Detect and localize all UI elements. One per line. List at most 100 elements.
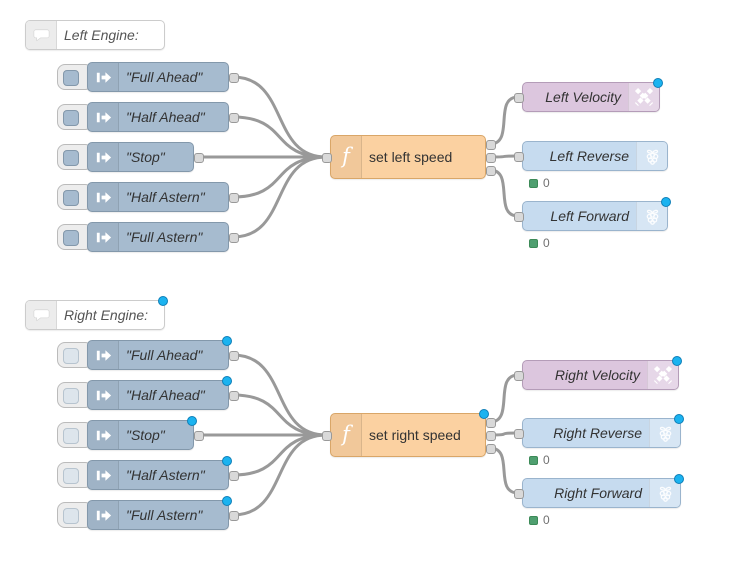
changed-indicator — [653, 78, 663, 88]
left-inject-half-ahead-node[interactable]: "Half Ahead" — [63, 102, 239, 132]
status-indicator: 0 — [529, 236, 550, 250]
left-velocity-node[interactable]: Left Velocity — [514, 78, 663, 112]
status-text: 0 — [543, 236, 550, 250]
status-dot — [529, 515, 538, 525]
node-label: "Full Astern" — [126, 507, 203, 523]
output-port[interactable] — [194, 431, 204, 441]
output-port[interactable] — [486, 444, 496, 454]
right-forward-node[interactable]: Right Forward 0 — [514, 474, 684, 527]
node-label: "Full Ahead" — [126, 347, 203, 363]
left-inject-full-astern-node[interactable]: "Full Astern" — [63, 222, 239, 252]
flow-wire[interactable] — [488, 95, 520, 146]
input-port[interactable] — [322, 431, 332, 441]
function-icon: f — [331, 136, 362, 178]
output-port[interactable] — [229, 193, 239, 203]
node-label: Right Forward — [554, 485, 642, 501]
changed-indicator — [222, 336, 232, 346]
inject-button[interactable] — [63, 150, 79, 166]
inject-arrow-icon — [88, 103, 119, 131]
inject-button[interactable] — [63, 428, 79, 444]
input-port[interactable] — [514, 212, 524, 222]
output-port[interactable] — [194, 153, 204, 163]
inject-arrow-icon — [88, 223, 119, 251]
inject-button[interactable] — [63, 110, 79, 126]
changed-indicator — [479, 409, 489, 419]
right-inject-half-ahead-node[interactable]: "Half Ahead" — [63, 376, 239, 410]
flow-wire[interactable] — [231, 353, 328, 437]
node-label: Left Velocity — [545, 89, 621, 105]
output-port[interactable] — [229, 113, 239, 123]
left-reverse-node[interactable]: Left Reverse 0 — [514, 141, 668, 190]
output-port[interactable] — [486, 153, 496, 163]
node-label: Left Reverse — [549, 148, 629, 164]
flow-wire[interactable] — [231, 115, 328, 159]
flow-wire[interactable] — [488, 168, 520, 218]
node-label: set left speed — [369, 149, 453, 165]
flow-wire[interactable] — [231, 155, 328, 199]
output-port[interactable] — [229, 391, 239, 401]
input-port[interactable] — [514, 489, 524, 499]
right-comment-node[interactable]: Right Engine: — [25, 296, 168, 330]
inject-button[interactable] — [63, 388, 79, 404]
output-port[interactable] — [229, 471, 239, 481]
output-port[interactable] — [229, 511, 239, 521]
output-port[interactable] — [486, 140, 496, 150]
flow-wire[interactable] — [231, 75, 328, 159]
left-function-node[interactable]: f set left speed — [322, 135, 496, 179]
output-port[interactable] — [229, 351, 239, 361]
right-inject-full-ahead-node[interactable]: "Full Ahead" — [63, 336, 239, 370]
left-comment-node[interactable]: Left Engine: — [25, 20, 165, 50]
output-port[interactable] — [486, 418, 496, 428]
inject-button[interactable] — [63, 70, 79, 86]
inject-arrow-icon — [88, 341, 119, 369]
input-port[interactable] — [514, 371, 524, 381]
flow-wire[interactable] — [231, 433, 328, 517]
output-port[interactable] — [229, 73, 239, 83]
left-inject-half-astern-node[interactable]: "Half Astern" — [63, 182, 239, 212]
output-port[interactable] — [229, 233, 239, 243]
status-text: 0 — [543, 453, 550, 467]
node-label: "Full Ahead" — [126, 69, 203, 85]
status-text: 0 — [543, 176, 550, 190]
flow-wire[interactable] — [231, 155, 328, 239]
flow-wire[interactable] — [231, 393, 328, 437]
inject-arrow-icon — [88, 381, 119, 409]
output-port[interactable] — [486, 431, 496, 441]
input-port[interactable] — [514, 93, 524, 103]
right-inject-stop-node[interactable]: "Stop" — [63, 416, 204, 450]
flow-wire[interactable] — [488, 373, 520, 424]
flow-wire[interactable] — [231, 433, 328, 477]
inject-button[interactable] — [63, 190, 79, 206]
node-label: "Full Astern" — [126, 229, 203, 245]
inject-arrow-icon — [88, 501, 119, 529]
inject-button[interactable] — [63, 230, 79, 246]
input-port[interactable] — [514, 429, 524, 439]
inject-button[interactable] — [63, 468, 79, 484]
changed-indicator — [674, 474, 684, 484]
inject-arrow-icon — [88, 143, 119, 171]
input-port[interactable] — [322, 153, 332, 163]
inject-button[interactable] — [63, 348, 79, 364]
output-port[interactable] — [486, 166, 496, 176]
node-label: "Stop" — [126, 149, 165, 165]
inject-button[interactable] — [63, 508, 79, 524]
inject-arrow-icon — [88, 421, 119, 449]
node-label: Right Velocity — [554, 367, 640, 383]
raspberry-pi-icon — [636, 142, 667, 170]
status-indicator: 0 — [529, 513, 550, 527]
status-dot — [529, 178, 538, 188]
left-inject-stop-node[interactable]: "Stop" — [63, 142, 204, 172]
status-text: 0 — [543, 513, 550, 527]
node-label: "Half Ahead" — [126, 387, 205, 403]
right-inject-half-astern-node[interactable]: "Half Astern" — [63, 456, 239, 490]
left-inject-full-ahead-node[interactable]: "Full Ahead" — [63, 62, 239, 92]
right-velocity-node[interactable]: Right Velocity — [514, 356, 682, 390]
input-port[interactable] — [514, 152, 524, 162]
right-inject-full-astern-node[interactable]: "Full Astern" — [63, 496, 239, 530]
flow-wire[interactable] — [488, 446, 520, 495]
